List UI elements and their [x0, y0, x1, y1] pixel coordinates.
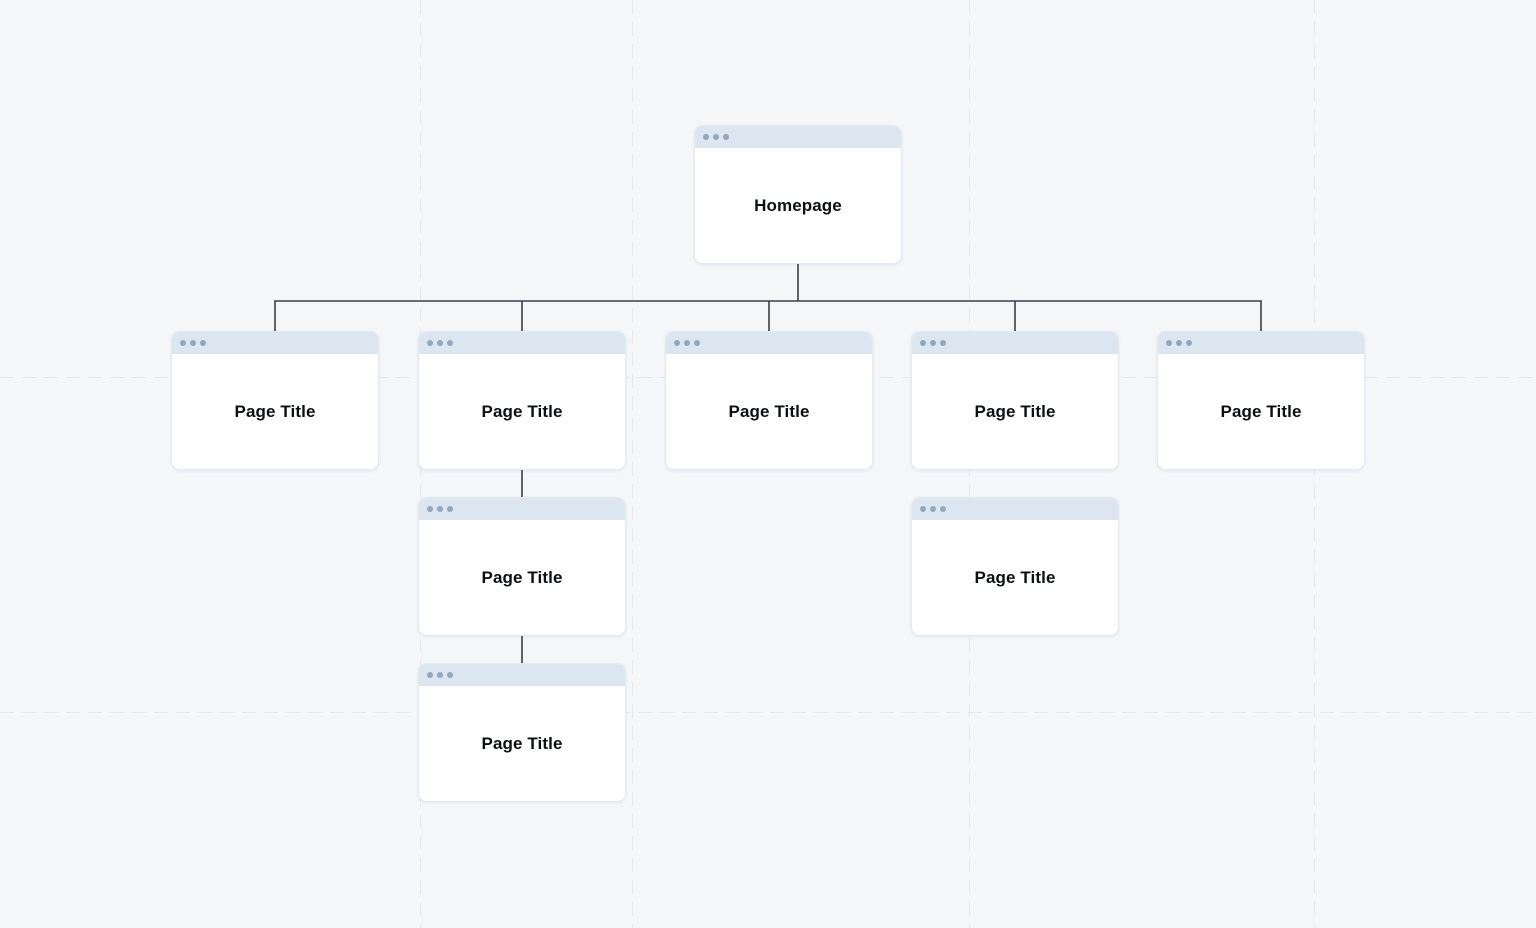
window-dot-icon: [920, 506, 926, 512]
node-body: Page Title: [419, 520, 625, 635]
window-dot-icon: [437, 672, 443, 678]
window-dot-icon: [200, 340, 206, 346]
window-titlebar: [1158, 332, 1364, 354]
node-card-page-4[interactable]: Page Title: [911, 331, 1119, 470]
window-titlebar: [666, 332, 872, 354]
node-body: Page Title: [419, 686, 625, 801]
window-titlebar: [912, 332, 1118, 354]
window-titlebar: [912, 498, 1118, 520]
window-titlebar: [419, 332, 625, 354]
window-dot-icon: [713, 134, 719, 140]
window-titlebar: [419, 664, 625, 686]
window-dot-icon: [447, 672, 453, 678]
window-titlebar: [695, 126, 901, 148]
node-card-page-3[interactable]: Page Title: [665, 331, 873, 470]
window-dot-icon: [684, 340, 690, 346]
window-dot-icon: [1186, 340, 1192, 346]
node-card-homepage[interactable]: Homepage: [694, 125, 902, 264]
window-dot-icon: [427, 506, 433, 512]
window-dot-icon: [723, 134, 729, 140]
window-dot-icon: [940, 340, 946, 346]
window-dot-icon: [427, 340, 433, 346]
node-label: Page Title: [234, 401, 316, 421]
window-dot-icon: [1176, 340, 1182, 346]
window-dot-icon: [694, 340, 700, 346]
window-dot-icon: [437, 506, 443, 512]
node-label: Page Title: [974, 401, 1056, 421]
window-dot-icon: [437, 340, 443, 346]
node-card-page-2-child[interactable]: Page Title: [418, 497, 626, 636]
node-body: Page Title: [912, 520, 1118, 635]
node-body: Page Title: [419, 354, 625, 469]
node-card-page-2-grandchild[interactable]: Page Title: [418, 663, 626, 802]
window-dot-icon: [427, 672, 433, 678]
window-dot-icon: [190, 340, 196, 346]
window-dot-icon: [180, 340, 186, 346]
node-body: Homepage: [695, 148, 901, 263]
window-dot-icon: [920, 340, 926, 346]
node-label: Homepage: [754, 195, 842, 215]
window-dot-icon: [940, 506, 946, 512]
node-label: Page Title: [728, 401, 810, 421]
window-dot-icon: [930, 506, 936, 512]
grid-line-vertical: [632, 0, 633, 928]
window-titlebar: [419, 498, 625, 520]
node-card-page-2[interactable]: Page Title: [418, 331, 626, 470]
window-dot-icon: [674, 340, 680, 346]
node-card-page-5[interactable]: Page Title: [1157, 331, 1365, 470]
window-dot-icon: [703, 134, 709, 140]
node-card-page-1[interactable]: Page Title: [171, 331, 379, 470]
window-dot-icon: [447, 506, 453, 512]
window-dot-icon: [447, 340, 453, 346]
window-titlebar: [172, 332, 378, 354]
grid-line-horizontal: [0, 712, 1536, 713]
node-card-page-4-child[interactable]: Page Title: [911, 497, 1119, 636]
node-label: Page Title: [481, 401, 563, 421]
node-body: Page Title: [912, 354, 1118, 469]
node-label: Page Title: [481, 733, 563, 753]
window-dot-icon: [930, 340, 936, 346]
window-dot-icon: [1166, 340, 1172, 346]
node-body: Page Title: [1158, 354, 1364, 469]
node-label: Page Title: [974, 567, 1056, 587]
node-body: Page Title: [666, 354, 872, 469]
node-label: Page Title: [1220, 401, 1302, 421]
node-label: Page Title: [481, 567, 563, 587]
node-body: Page Title: [172, 354, 378, 469]
